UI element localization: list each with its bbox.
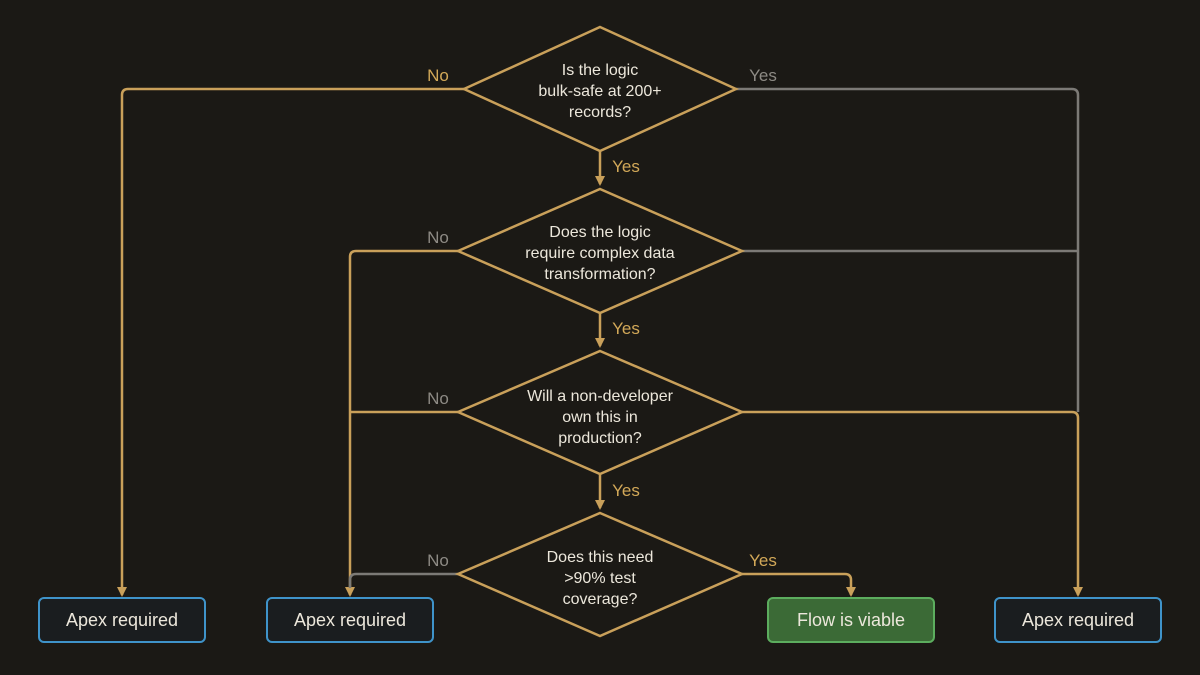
- q4-no-connector: [348, 572, 458, 588]
- decision-4-line-1: Does this need: [547, 549, 654, 566]
- decision-2: Does the logic require complex data tran…: [454, 187, 746, 315]
- decision-4-yes-label: Yes: [749, 551, 777, 570]
- outcome-apex-required-1: Apex required: [38, 597, 206, 643]
- q3-right-connector: [742, 410, 1083, 597]
- outcome-apex-required-3: Apex required: [994, 597, 1162, 643]
- decision-3-diamond: [454, 349, 746, 476]
- decision-3-down-label: Yes: [612, 481, 640, 500]
- decision-2-diamond: [454, 187, 746, 315]
- decision-2-line-3: transformation?: [544, 266, 655, 283]
- q2-no-connector: [345, 249, 458, 597]
- decision-2-line-1: Does the logic: [549, 224, 650, 241]
- decision-4-no-label: No: [427, 551, 449, 570]
- decision-3: Will a non-developer own this in product…: [454, 349, 746, 476]
- decision-1-no-label: No: [427, 66, 449, 85]
- decision-4-line-3: coverage?: [563, 591, 638, 608]
- decision-3-line-3: production?: [558, 430, 642, 447]
- decision-4-line-2: >90% test: [564, 570, 636, 587]
- decision-2-line-2: require complex data: [525, 245, 675, 262]
- branch-labels: No Yes Yes No Yes No Yes No Yes: [427, 66, 777, 570]
- decision-3-line-2: own this in: [562, 409, 638, 426]
- connectors: [117, 87, 1083, 597]
- decision-4: Does this need >90% test coverage?: [454, 511, 746, 638]
- decision-1-line-3: records?: [569, 104, 631, 121]
- decision-1: Is the logic bulk-safe at 200+ records?: [460, 25, 740, 153]
- decision-2-no-label: No: [427, 228, 449, 247]
- decision-3-no-label: No: [427, 389, 449, 408]
- q4-yes-connector: [742, 572, 856, 597]
- q1-yes-connector: [736, 87, 1080, 412]
- decision-1-line-1: Is the logic: [562, 62, 638, 79]
- decision-4-diamond: [454, 511, 746, 638]
- decision-1-line-2: bulk-safe at 200+: [538, 83, 661, 100]
- decision-1-yes-label: Yes: [749, 66, 777, 85]
- outcome-apex-required-2: Apex required: [266, 597, 434, 643]
- decision-1-diamond: [460, 25, 740, 153]
- outcome-flow-viable: Flow is viable: [767, 597, 935, 643]
- decision-2-down-label: Yes: [612, 319, 640, 338]
- q1-no-connector: [117, 87, 464, 597]
- decision-1-down-label: Yes: [612, 157, 640, 176]
- decision-3-line-1: Will a non-developer: [527, 388, 674, 405]
